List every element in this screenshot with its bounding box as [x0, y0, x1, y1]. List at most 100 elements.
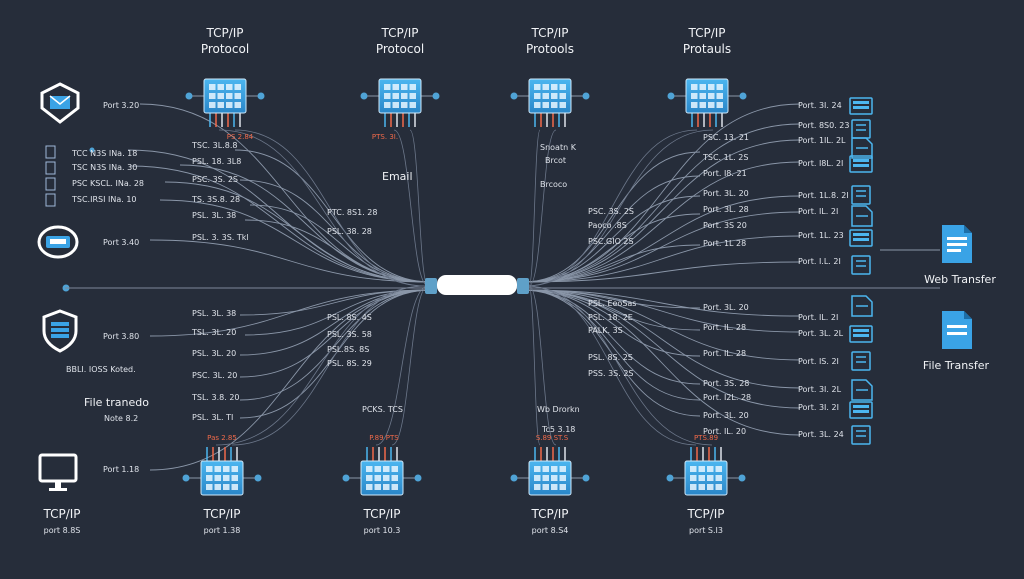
center-left-label-4: PSL. 3S. 58: [327, 330, 372, 339]
right-port-label-6: Port. IL. 2I: [798, 207, 838, 216]
right-mid-label-9: Port. IL. 28: [703, 323, 746, 332]
center-webdbox-label: Wb Drorkn: [537, 405, 580, 414]
center-left-label-2: PSL. 38. 28: [327, 227, 372, 236]
port-device-icon: [851, 205, 873, 227]
left-mid-label-9: PSL. 3L. 20: [192, 349, 236, 358]
right-mid-label-8: Port. 3L. 20: [703, 303, 749, 312]
top-chip-3-title: TCP/IP: [530, 26, 568, 40]
wire: [391, 285, 429, 446]
right-port-label-7: Port. 1L. 23: [798, 231, 844, 240]
wire: [528, 129, 557, 287]
web-transfer-icon: [942, 225, 972, 263]
port-device-icon: [849, 401, 873, 419]
right-mid-label-6: Port. 3S 20: [703, 221, 747, 230]
wire: [218, 129, 426, 287]
bottom-chip-3: [510, 447, 590, 496]
wire: [244, 219, 432, 283]
wire: [522, 139, 801, 283]
top-chip-1: [185, 78, 265, 127]
wire: [522, 289, 801, 409]
wire: [522, 175, 701, 283]
left-file-sub-label: Note 8.2: [104, 414, 138, 423]
wire: [164, 181, 432, 283]
center-left-label-3: PSL. 8S. 4S: [327, 313, 372, 322]
left-mid-label-4: TS. 3S.8. 28: [191, 195, 240, 204]
wire: [522, 244, 701, 283]
bottom-chip-4-title: TCP/IP: [686, 507, 724, 521]
right-mid-label-11: Port. 3S. 28: [703, 379, 749, 388]
wire: [234, 149, 432, 283]
right-mid-label-13: Port. 3L. 20: [703, 411, 749, 420]
left-mid-label-10: PSC. 3L. 20: [192, 371, 237, 380]
connector-dot: [738, 474, 746, 482]
bottom-chip-3-title: TCP/IP: [530, 507, 568, 521]
right-port-label-3: Port. 1IL. 2L: [798, 136, 846, 145]
left-bkd-label: BBLI. IOSS Koted.: [66, 365, 136, 374]
chips-layer: [182, 78, 747, 496]
wire: [522, 213, 701, 283]
center-bottom-label: Tc5 3.18: [541, 425, 575, 434]
connector-dot: [582, 474, 590, 482]
top-chip-1-subtitle: Protocol: [201, 42, 249, 56]
port-device-icon: [849, 97, 873, 115]
bottom-chip-2-pin-label: P.89 PTS: [369, 434, 399, 442]
center-right-label-8: PSS. 3S. 2S: [588, 369, 634, 378]
center-left-label-1: PTC. 8S1. 28: [327, 208, 377, 217]
right-port-label-12: Port. 3I. 2L: [798, 385, 842, 394]
top-chip-4-title: TCP/IP: [687, 26, 725, 40]
connector-dot: [254, 474, 262, 482]
connector-dot: [342, 474, 350, 482]
central-hub: [425, 275, 529, 295]
monitor-icon: [38, 453, 78, 491]
checkbox-icon: [45, 161, 56, 175]
right-mid-label-2: TSC. 1L. 2S: [702, 153, 748, 162]
right-port-label-9: Port. IL. 2I: [798, 313, 838, 322]
left-mid-label-5: PSL. 3L. 38: [192, 211, 236, 220]
top-chip-1-title: TCP/IP: [205, 26, 243, 40]
connector-dot: [739, 92, 747, 100]
left-checkbox-label-4: TSC.IRSI INa. 10: [71, 195, 137, 204]
port-device-icon: [851, 295, 873, 317]
port-device-icon: [851, 425, 871, 445]
bottom-chip-2: [342, 447, 422, 496]
top-chip-4-subtitle: Protauls: [683, 42, 731, 56]
center-sub-label-1: Snoatn K: [540, 143, 577, 152]
bottom-chip-titles: TCP/IP port 8.8S TCP/IP port 1.38 TCP/IP…: [42, 434, 724, 535]
port-device-icon: [851, 351, 871, 371]
email-shield-icon: [40, 82, 80, 124]
wire: [522, 289, 701, 385]
left-icon-2-label: Port 3.40: [103, 238, 139, 247]
right-mid-label-1: PSC. 13. 21: [703, 133, 749, 142]
port-device-icon: [851, 379, 873, 401]
port-device-icon: [851, 119, 871, 139]
left-checkbox-column: TCC N3S INa. 18 TSC N3S INa. 30 PSC KSCL…: [45, 145, 144, 207]
right-port-icons: [849, 97, 873, 445]
bottom-chip-4-subtitle: port S.I3: [689, 526, 723, 535]
wire: [522, 103, 801, 283]
bottom-chip-1: [182, 447, 262, 496]
center-portcs-label: PCKS. TCS: [362, 405, 403, 414]
connector-dot: [360, 92, 368, 100]
wire: [522, 151, 701, 283]
bottom-chip-2-title: TCP/IP: [362, 507, 400, 521]
top-chip-4: [667, 78, 747, 127]
wire: [528, 285, 557, 446]
top-chip-2-title: TCP/IP: [380, 26, 418, 40]
left-checkbox-label-3: PSC KSCL. INa. 28: [72, 179, 144, 188]
wire: [525, 285, 697, 446]
right-port-label-4: Port. I8L. 2I: [798, 159, 843, 168]
wire: [522, 289, 701, 331]
checkbox-icon: [45, 145, 56, 159]
left-mid-label-7: PSL. 3L. 38: [192, 309, 236, 318]
top-chip-2: [360, 78, 440, 127]
connector-dot: [510, 92, 518, 100]
wire: [149, 289, 432, 471]
bottom-chip-1-title: TCP/IP: [202, 507, 240, 521]
right-mid-label-3: Port. I8. 21: [703, 169, 747, 178]
wire: [522, 289, 701, 401]
bottom-chip-3-subtitle: port 8.S4: [532, 526, 569, 535]
wire: [522, 195, 701, 283]
right-mid-label-10: Port. IL. 28: [703, 349, 746, 358]
left-mid-label-12: PSL. 3L. TI: [192, 413, 233, 422]
top-chip-2-subtitle: Protocol: [376, 42, 424, 56]
